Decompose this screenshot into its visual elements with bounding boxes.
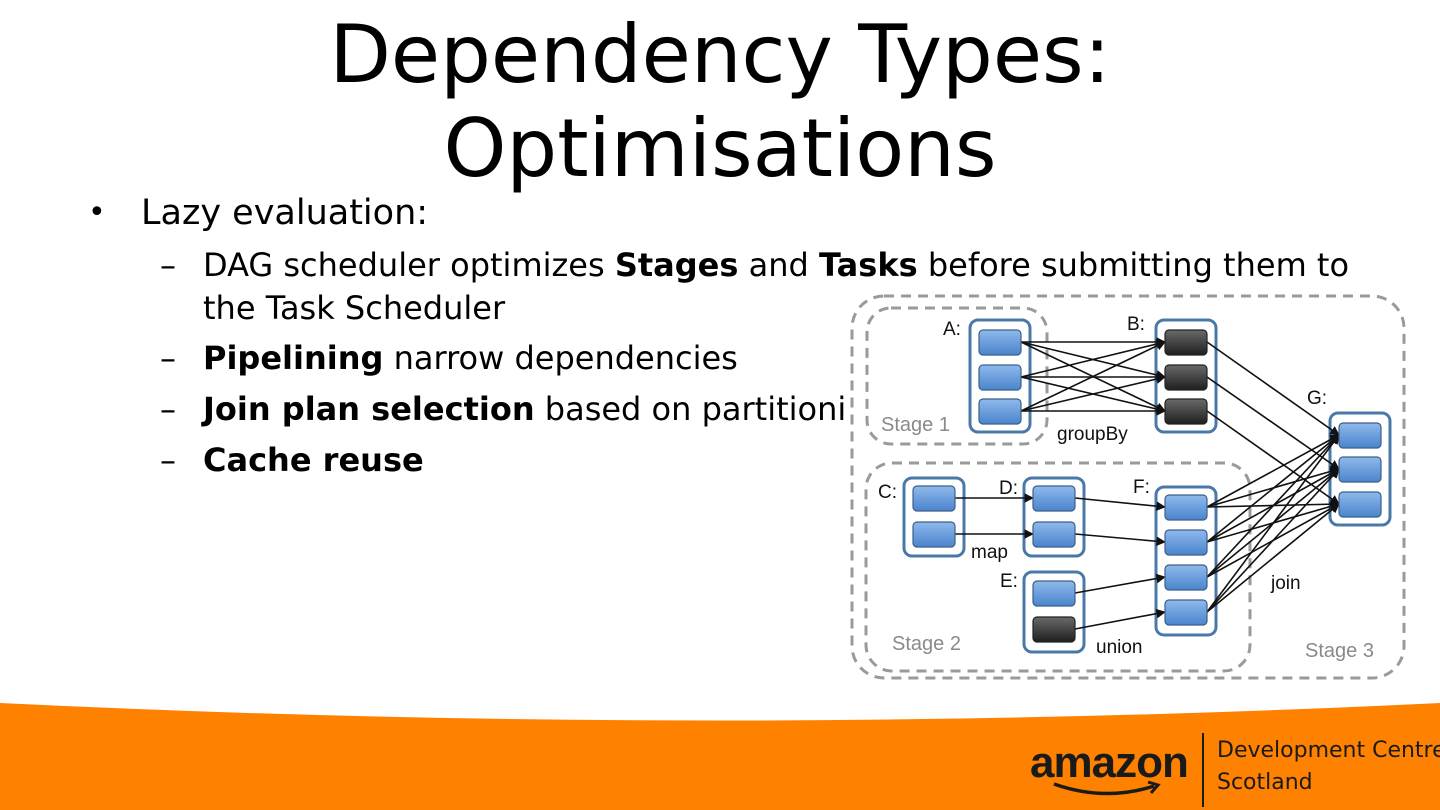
bullet-mark: • <box>88 195 106 230</box>
sub-bullet-text: the Task Scheduler <box>203 289 506 327</box>
partition-c1 <box>912 485 956 512</box>
bold-join-plan: Join plan selection <box>203 390 535 428</box>
dash-mark: – <box>160 246 176 284</box>
text-part: and <box>738 246 819 284</box>
title-line-2: Optimisations <box>443 102 997 195</box>
op-label-join: join <box>1270 573 1301 594</box>
edge <box>1074 608 1166 630</box>
partition-f1 <box>1164 494 1208 521</box>
slide-title: Dependency Types: Optimisations <box>0 8 1440 196</box>
edge <box>1206 410 1340 505</box>
rdd-f-box <box>1154 485 1218 637</box>
sub-bullet-text: DAG scheduler optimizes Stages and Tasks… <box>203 244 1349 287</box>
bullet-text: Lazy evaluation: <box>141 193 429 233</box>
edge <box>1020 374 1166 412</box>
bold-tasks: Tasks <box>818 246 918 284</box>
partition-a2 <box>978 364 1022 391</box>
partition-a3 <box>978 398 1022 425</box>
sub-bullet-text: Join plan selection based on partitioni <box>203 388 846 431</box>
partitions <box>912 329 1382 643</box>
stage-1-outline <box>865 306 1049 446</box>
node-label-g: G: <box>1307 388 1327 409</box>
bold-pipelining: Pipelining <box>203 339 384 377</box>
edge <box>1074 533 1166 547</box>
stage-label-2: Stage 2 <box>892 633 961 655</box>
edge <box>1206 434 1340 508</box>
edge <box>1206 341 1340 436</box>
node-label-c: C: <box>878 482 897 503</box>
partition-f2 <box>1164 529 1208 556</box>
op-label-groupby: groupBy <box>1057 424 1128 445</box>
node-label-b: B: <box>1127 314 1145 335</box>
partition-g1 <box>1338 422 1382 449</box>
op-label-map: map <box>971 542 1008 563</box>
edge <box>1020 341 1166 412</box>
amazon-logo-word: amazon <box>1030 738 1189 787</box>
partition-d2 <box>1032 521 1076 548</box>
edge <box>1206 434 1340 613</box>
edge <box>1074 573 1166 594</box>
stage-2-outline <box>864 461 1252 673</box>
stage-label-1: Stage 1 <box>881 414 950 436</box>
op-label-union: union <box>1096 637 1143 658</box>
edge <box>1206 434 1340 578</box>
dependency-edges <box>955 337 1340 630</box>
edge <box>1206 434 1340 543</box>
text-part: before submitting them to <box>917 246 1350 284</box>
logo-subtitle-line-2: Scotland <box>1217 770 1313 795</box>
bullet-list: • Lazy evaluation: – DAG scheduler optim… <box>88 193 1349 482</box>
partition-g3 <box>1338 491 1382 518</box>
edge <box>1074 497 1166 511</box>
edge <box>1206 468 1340 613</box>
bold-stages: Stages <box>614 246 739 284</box>
node-label-f: F: <box>1133 477 1150 498</box>
node-label-d: D: <box>999 478 1018 499</box>
amazon-smile-icon <box>1053 780 1161 796</box>
node-label-e: E: <box>1000 571 1018 592</box>
partition-d1 <box>1032 485 1076 512</box>
edge <box>1020 339 1166 378</box>
partition-e2 <box>1032 616 1076 643</box>
node-label-a: A: <box>943 319 961 340</box>
partition-b3 <box>1164 398 1208 425</box>
stage-label-3: Stage 3 <box>1305 640 1374 662</box>
footer-band <box>0 703 1440 810</box>
sub-bullet-text: Pipelining narrow dependencies <box>203 337 738 380</box>
dag-stage-diagram: A: B: C: D: E: F: G: groupBy map union j… <box>850 294 1406 680</box>
text-part: based on partitioni <box>534 390 847 428</box>
dash-mark: – <box>160 390 176 428</box>
text-part: DAG scheduler optimizes <box>203 246 615 284</box>
text-part: narrow dependencies <box>383 339 738 377</box>
partition-a1 <box>978 329 1022 356</box>
dash-mark: – <box>160 339 176 377</box>
edge <box>1206 503 1340 613</box>
dash-mark: – <box>160 441 176 479</box>
partition-b2 <box>1164 364 1208 391</box>
logo-divider <box>1202 733 1204 807</box>
partition-e1 <box>1032 580 1076 607</box>
partition-b1 <box>1164 329 1208 356</box>
sub-bullet-text: Cache reuse <box>203 439 424 482</box>
partition-f4 <box>1164 599 1208 626</box>
partition-g2 <box>1338 456 1382 483</box>
logo-subtitle-line-1: Development Centre <box>1217 738 1440 763</box>
partition-f3 <box>1164 564 1208 591</box>
partition-c2 <box>912 521 956 548</box>
stage-3-outline <box>850 294 1406 680</box>
title-line-1: Dependency Types: <box>329 8 1111 101</box>
bold-cache-reuse: Cache reuse <box>203 441 424 479</box>
